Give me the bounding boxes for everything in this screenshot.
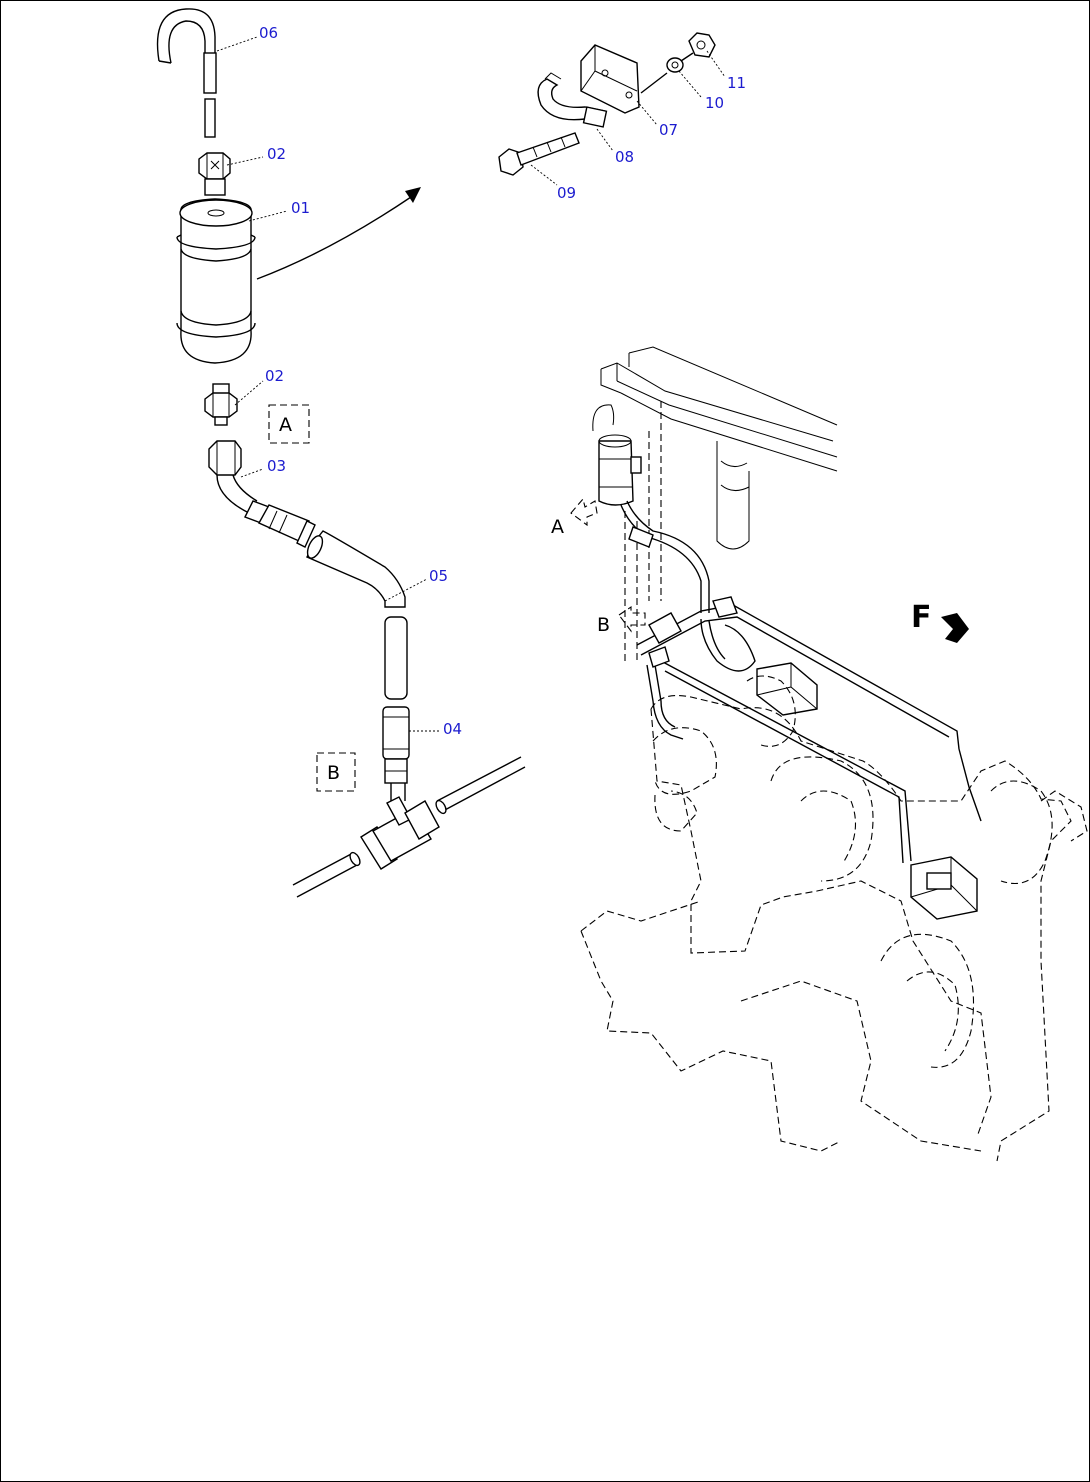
front-marker: F: [911, 600, 932, 635]
part-07-bracket: [580, 44, 640, 114]
view-a-box-label: A: [279, 414, 292, 436]
callout-11: 11: [727, 74, 746, 92]
part-05-bent-tube: [306, 530, 408, 700]
callout-07: 07: [659, 121, 678, 139]
callout-09: 09: [557, 184, 576, 202]
view-a-pointer-label: A: [551, 516, 564, 538]
callout-03: 03: [267, 457, 286, 475]
view-b-pointer-label: B: [597, 614, 610, 636]
part-03-elbow-tube: [208, 440, 316, 548]
callout-05: 05: [429, 567, 448, 585]
view-a-box: [268, 404, 310, 444]
callout-02-lower: 02: [265, 367, 284, 385]
callout-04: 04: [443, 720, 462, 738]
part-11-nut: [640, 32, 716, 94]
view-a-pointer: A: [551, 497, 598, 538]
part-08-clamp: [537, 72, 608, 128]
part-09-bolt: [498, 132, 580, 176]
leader-lines: [216, 36, 726, 732]
callout-02-upper: 02: [267, 145, 286, 163]
front-arrow-icon: [941, 613, 969, 643]
callout-01: 01: [291, 199, 310, 217]
part-04-connector: [382, 706, 410, 784]
part-06-hook-hose: [156, 8, 217, 138]
part-01-filter-canister: [176, 198, 256, 364]
engine-assembly: F: [580, 346, 1088, 1162]
detail-arrow: [256, 187, 421, 280]
part-10-washer: [666, 57, 684, 73]
callout-10: 10: [705, 94, 724, 112]
view-b-pointer: B: [597, 605, 646, 636]
part-02-lower-fitting: [204, 383, 238, 426]
callout-06: 06: [259, 24, 278, 42]
callout-08: 08: [615, 148, 634, 166]
view-b-box-label: B: [327, 762, 340, 784]
view-b-box: [316, 752, 356, 792]
tee-fitting-pipe: [292, 756, 526, 898]
